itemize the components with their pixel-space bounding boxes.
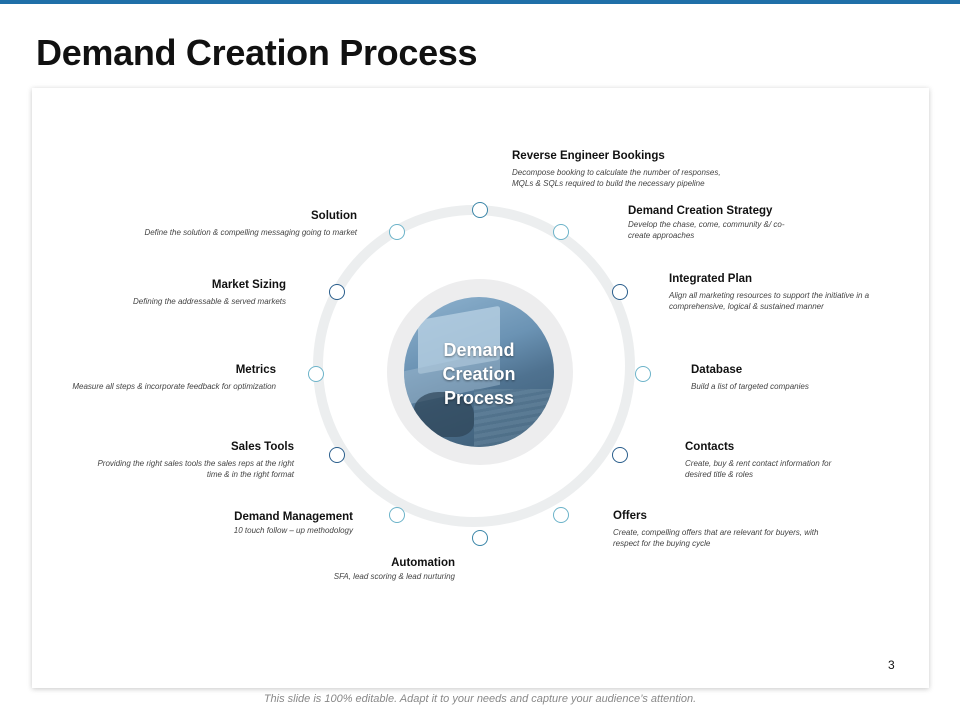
item-description: Develop the chase, come, community &/ co…: [628, 220, 828, 241]
item-title: Market Sizing: [211, 279, 286, 291]
item-description-line: Measure all steps & incorporate feedback…: [72, 382, 276, 391]
item-description: Measure all steps & incorporate feedback…: [36, 382, 276, 393]
item-title: Solution: [311, 210, 357, 222]
node-metrics: [308, 366, 324, 382]
center-label-line3: Process: [443, 388, 515, 408]
item-description-line: create approaches: [628, 230, 695, 240]
item-title: Sales Tools: [230, 441, 294, 453]
node-automation: [472, 530, 488, 546]
item-description: 10 touch follow – up methodology: [153, 526, 353, 537]
item-sales-tools: Sales Tools Providing the right sales to…: [54, 440, 294, 480]
item-reverse-engineer-bookings: Reverse Engineer Bookings Decompose book…: [512, 149, 772, 189]
item-description-line: Defining the addressable & served market…: [133, 297, 286, 306]
item-description-line: desired title & roles: [685, 469, 754, 479]
node-strategy: [553, 224, 569, 240]
item-description: SFA, lead scoring & lead nurturing: [255, 572, 455, 583]
item-description: Create, compelling offers that are relev…: [613, 528, 858, 549]
item-description-line: Align all marketing resources to support…: [669, 291, 870, 300]
item-description: Defining the addressable & served market…: [66, 297, 286, 308]
item-description-line: comprehensive, logical & sustained manne…: [669, 301, 824, 311]
item-title: Database: [691, 364, 743, 376]
item-demand-management: Demand Management 10 touch follow – up m…: [153, 510, 353, 537]
item-description-line: respect for the buying cycle: [613, 538, 711, 548]
item-description: Align all marketing resources to support…: [669, 291, 914, 312]
item-demand-creation-strategy: Demand Creation Strategy Develop the cha…: [628, 204, 828, 241]
item-title: Integrated Plan: [669, 273, 753, 285]
item-market-sizing: Market Sizing Defining the addressable &…: [66, 278, 286, 308]
node-integrated-plan: [612, 284, 628, 300]
node-solution: [389, 224, 405, 240]
item-description-line: Providing the right sales tools the sale…: [97, 459, 294, 468]
slide-title: Demand Creation Process: [36, 32, 478, 73]
item-description-line: MQLs & SQLs required to build the necess…: [512, 178, 705, 188]
item-description: Define the solution & compelling messagi…: [96, 228, 357, 239]
item-contacts: Contacts Create, buy & rent contact info…: [685, 440, 885, 480]
page-number: 3: [888, 658, 895, 672]
item-database: Database Build a list of targeted compan…: [691, 363, 891, 393]
item-description: Decompose booking to calculate the numbe…: [512, 168, 772, 189]
node-contacts: [612, 447, 628, 463]
item-title: Demand Management: [234, 511, 353, 523]
item-description-line: Create, compelling offers that are relev…: [613, 528, 819, 537]
footer-note: This slide is 100% editable. Adapt it to…: [263, 693, 697, 705]
top-accent-bar: [0, 0, 960, 4]
item-description-line: Create, buy & rent contact information f…: [685, 459, 832, 468]
item-offers: Offers Create, compelling offers that ar…: [613, 509, 858, 549]
item-description: Build a list of targeted companies: [691, 382, 891, 393]
item-description-line: 10 touch follow – up methodology: [233, 526, 353, 535]
item-description-line: Decompose booking to calculate the numbe…: [512, 168, 721, 177]
item-description-line: Develop the chase, come, community &/ co…: [628, 220, 785, 229]
item-title: Offers: [613, 510, 647, 522]
node-sales-tools: [329, 447, 345, 463]
item-solution: Solution Define the solution & compellin…: [96, 209, 357, 239]
item-automation: Automation SFA, lead scoring & lead nurt…: [255, 556, 455, 583]
item-description-line: SFA, lead scoring & lead nurturing: [333, 572, 455, 581]
hand-shape: [414, 392, 474, 437]
item-title: Demand Creation Strategy: [628, 205, 773, 217]
node-offers: [553, 507, 569, 523]
item-title: Automation: [391, 557, 455, 569]
item-integrated-plan: Integrated Plan Align all marketing reso…: [669, 272, 914, 312]
center-label-line1: Demand: [443, 340, 515, 360]
center-photo: [404, 297, 554, 447]
item-description: Create, buy & rent contact information f…: [685, 459, 885, 480]
item-description-line: Build a list of targeted companies: [691, 382, 809, 391]
item-description: Providing the right sales tools the sale…: [54, 459, 294, 480]
node-database: [635, 366, 651, 382]
item-description-line: time & in the right format: [206, 469, 294, 479]
item-title: Reverse Engineer Bookings: [512, 150, 665, 162]
item-description-line: Define the solution & compelling messagi…: [144, 228, 357, 237]
item-title: Metrics: [235, 364, 276, 376]
node-demand-management: [389, 507, 405, 523]
node-reverse-engineer: [472, 202, 488, 218]
item-title: Contacts: [685, 441, 735, 453]
desk-shape: [474, 389, 554, 447]
center-label-line2: Creation: [442, 364, 516, 384]
node-market-sizing: [329, 284, 345, 300]
item-metrics: Metrics Measure all steps & incorporate …: [36, 363, 276, 393]
center-label: Demand Creation Process: [404, 338, 554, 410]
